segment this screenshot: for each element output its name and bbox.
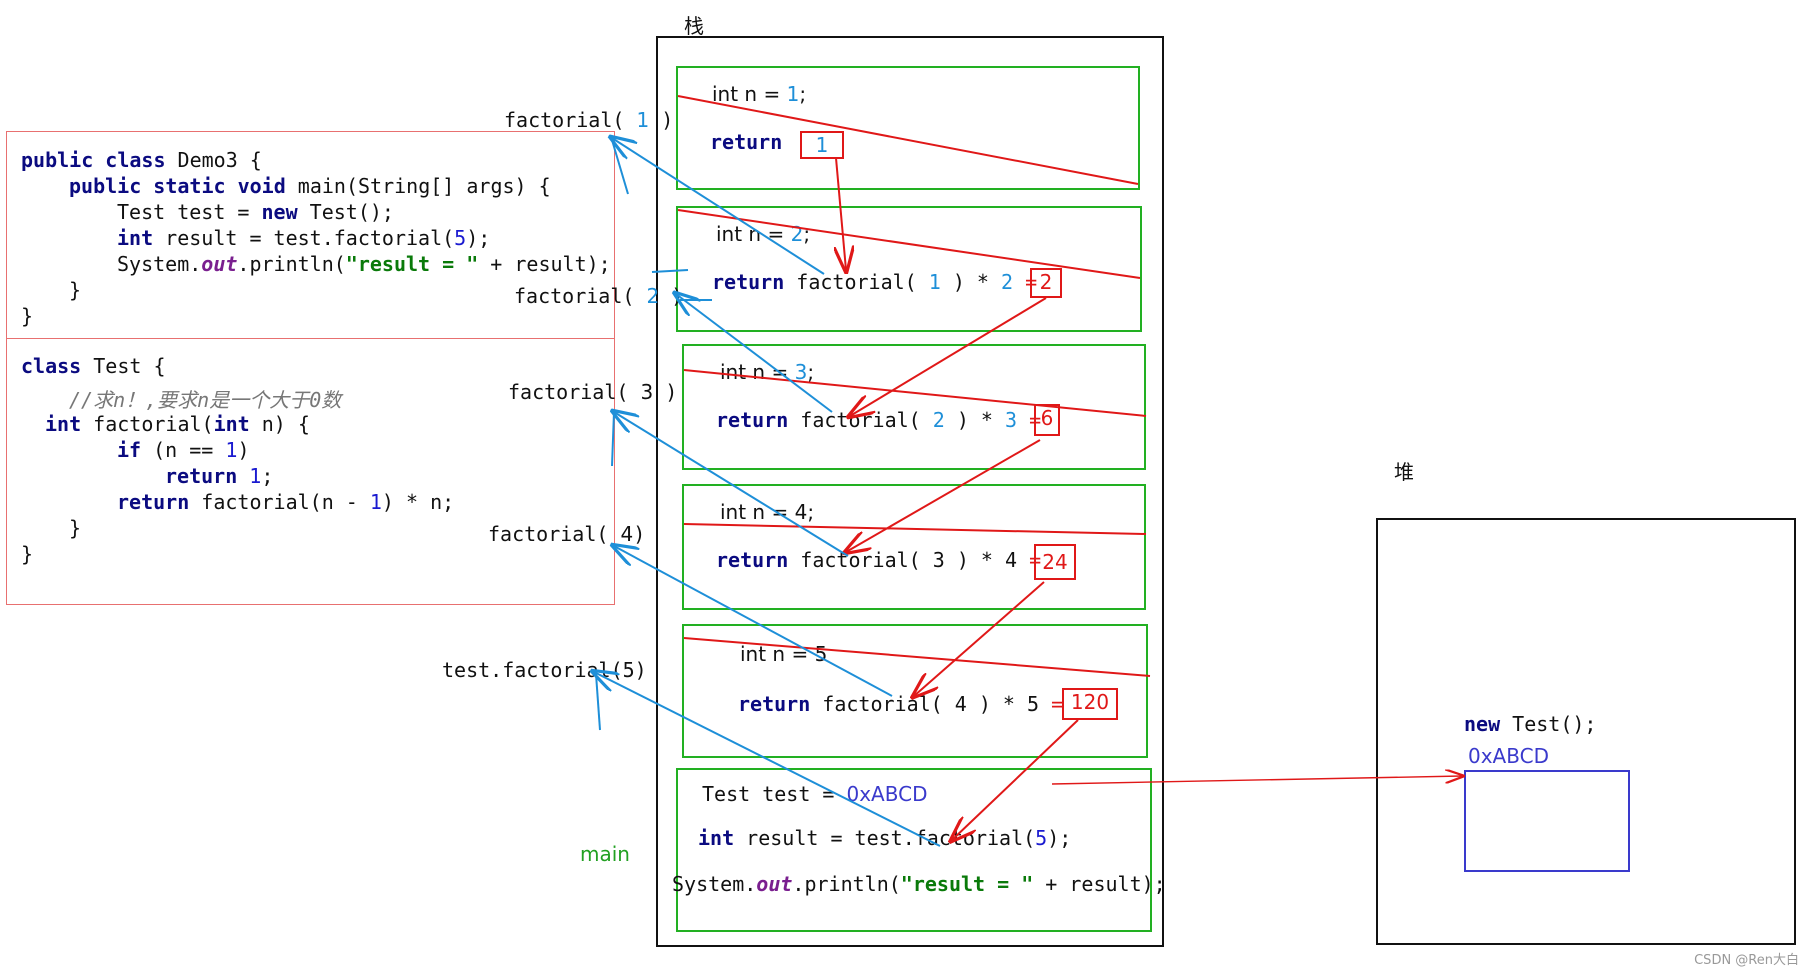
call-tick — [611, 411, 615, 467]
stack-frame-n2 — [676, 206, 1142, 332]
call-tick — [651, 269, 689, 273]
stack-frame-main — [676, 768, 1152, 932]
code-line: return factorial(n - 1) * n; — [117, 490, 455, 514]
frame-return: return factorial( 1 ) * 2 = — [712, 270, 1038, 294]
heap-test-object — [1464, 770, 1630, 872]
heap-object-new: new Test(); — [1464, 712, 1597, 736]
frame-return-keyword: return — [710, 130, 783, 154]
code-line: } — [69, 516, 82, 540]
frame-decl: int n = 4; — [720, 500, 815, 524]
result-box: 24 — [1034, 544, 1076, 580]
call-arrow-3 — [614, 412, 849, 557]
code-line: int factorial(int n) { — [45, 412, 310, 436]
result-box: 2 — [1030, 268, 1062, 298]
frame-return: return factorial( 2 ) * 3 = — [716, 408, 1042, 432]
stack-region — [656, 36, 1164, 947]
call-arrow-2 — [676, 294, 833, 413]
call-label-factorial-2: factorial( 2 ) — [514, 284, 684, 308]
frame-decl: int n = 1; — [712, 82, 807, 106]
heap-region — [1376, 518, 1796, 945]
code-line: if (n == 1) — [117, 438, 250, 462]
strike-line-frame-5 — [683, 637, 1151, 677]
heap-object-address: 0xABCD — [1468, 744, 1549, 768]
call-arrow-1 — [612, 138, 825, 275]
code-line: System.out.println("result = " + result)… — [117, 252, 611, 276]
call-tick — [611, 139, 629, 195]
call-label-factorial-3: factorial( 3 ) — [508, 380, 678, 404]
reference-arrow — [1051, 776, 1462, 785]
code-line: } — [21, 304, 34, 328]
main-frame-line: int result = test.factorial(5); — [698, 826, 1072, 850]
result-box: 6 — [1034, 404, 1060, 436]
stack-frame-n5 — [682, 624, 1148, 758]
return-arrow-4 — [914, 581, 1045, 696]
return-arrow-3 — [846, 439, 1041, 552]
return-value-box: 1 — [800, 131, 844, 159]
code-line: public class Demo3 { — [21, 148, 262, 172]
result-box: 120 — [1062, 688, 1118, 720]
code-line: } — [69, 278, 82, 302]
call-arrow-5 — [594, 672, 941, 847]
code-panel: public class Demo3 { public static void … — [6, 131, 615, 605]
frame-return: return factorial( 4 ) * 5 = — [738, 692, 1064, 716]
code-line: return 1; — [165, 464, 274, 488]
stack-frame-n3 — [682, 344, 1146, 470]
strike-line-frame-2 — [677, 209, 1141, 279]
call-label-factorial-1: factorial( 1 ) — [504, 108, 674, 132]
code-divider — [7, 338, 614, 339]
call-tick — [595, 673, 601, 731]
code-line: class Test { — [21, 354, 166, 378]
main-label: main — [580, 842, 630, 866]
strike-line-frame-4 — [683, 523, 1147, 535]
code-line: public static void main(String[] args) { — [69, 174, 551, 198]
return-arrow-2 — [850, 297, 1047, 416]
return-arrow-1 — [836, 157, 846, 270]
strike-line-frame-1 — [677, 95, 1139, 185]
code-line: Test test = new Test(); — [117, 200, 394, 224]
call-label-factorial-4: factorial( 4) — [488, 522, 646, 546]
heap-label: 堆 — [1394, 460, 1414, 484]
strike-line-frame-3 — [683, 369, 1147, 417]
call-arrow-4 — [614, 546, 893, 697]
main-frame-line: System.out.println("result = " + result)… — [672, 872, 1166, 896]
watermark: CSDN @Ren大白 — [1694, 953, 1799, 968]
stack-frame-n4 — [682, 484, 1146, 610]
return-arrow-5 — [952, 719, 1079, 840]
stack-frame-n1 — [676, 66, 1140, 190]
stack-label: 栈 — [684, 14, 704, 38]
code-comment: //求n！,要求n是一个大于0数 — [69, 388, 342, 412]
code-line: } — [21, 542, 34, 566]
main-frame-line: Test test = 0xABCD — [702, 782, 928, 806]
code-line: int result = test.factorial(5); — [117, 226, 491, 250]
frame-return: return factorial( 3 ) * 4 = — [716, 548, 1042, 572]
